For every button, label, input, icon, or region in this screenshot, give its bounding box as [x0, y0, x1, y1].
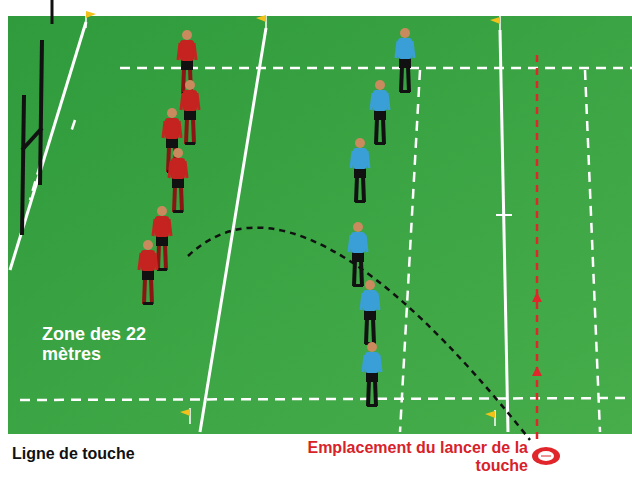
center-mark: [496, 214, 512, 216]
throw-arrows: [532, 292, 542, 376]
player: [349, 222, 367, 287]
player: [178, 30, 196, 95]
ball-icon: [532, 447, 560, 465]
grass: [8, 16, 632, 434]
player: [351, 138, 369, 203]
post-top: [51, 0, 54, 24]
player: [396, 28, 414, 93]
goal-posts: [22, 40, 42, 235]
corner-flags: [86, 10, 500, 426]
player: [371, 80, 389, 145]
player: [169, 148, 187, 213]
kick-trajectory: [188, 228, 530, 440]
player: [181, 80, 199, 145]
touchline-label: Ligne de touche: [12, 445, 212, 463]
player: [361, 280, 379, 345]
players: [139, 28, 414, 407]
dashed-lines: [20, 68, 632, 432]
throw-line: [536, 55, 539, 440]
zone-label: Zone des 22 mètres: [42, 325, 172, 365]
player: [139, 240, 157, 305]
player: [363, 342, 381, 407]
throw-label: Emplacement du lancer de la touche: [270, 439, 528, 474]
player: [153, 206, 171, 271]
